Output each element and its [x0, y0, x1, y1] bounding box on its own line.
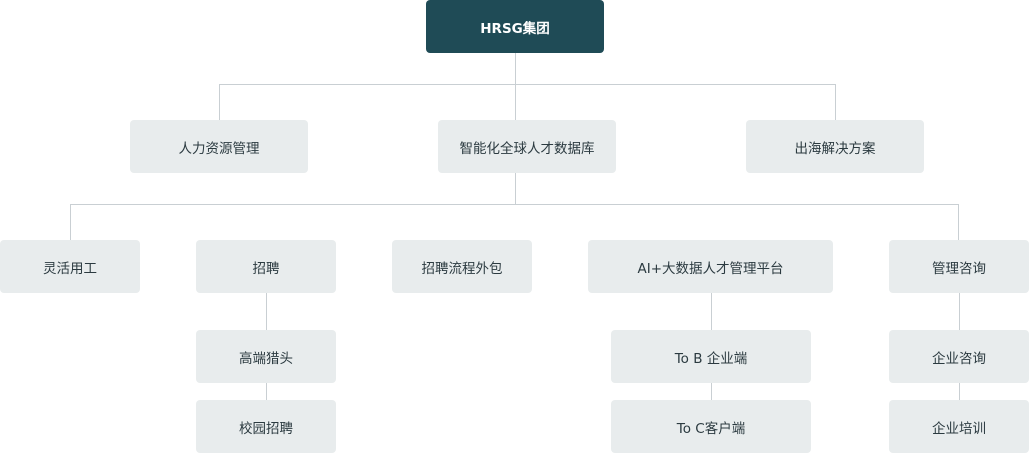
node-label: 校园招聘	[239, 420, 293, 437]
node-to-c-client: To C客户端	[611, 400, 811, 453]
node-label: 招聘流程外包	[421, 260, 503, 277]
node-ai-talent-platform: AI+大数据人才管理平台	[588, 240, 833, 293]
node-label: 企业培训	[932, 420, 986, 437]
connector-line	[958, 204, 959, 240]
node-label: 管理咨询	[932, 260, 986, 277]
node-flexible-staffing: 灵活用工	[0, 240, 140, 293]
node-recruitment: 招聘	[196, 240, 336, 293]
node-label: 招聘	[252, 260, 280, 277]
connector-line	[70, 204, 959, 205]
node-label: To B 企业端	[674, 350, 748, 367]
connector-line	[515, 53, 516, 120]
connector-line	[515, 173, 516, 204]
node-label: HRSG集团	[480, 20, 550, 37]
connector-line	[70, 204, 71, 240]
node-label: 人力资源管理	[178, 140, 260, 157]
node-campus-recruitment: 校园招聘	[196, 400, 336, 453]
node-enterprise-consulting: 企业咨询	[889, 330, 1029, 383]
node-hr-management: 人力资源管理	[130, 120, 308, 173]
node-label: 智能化全球人才数据库	[459, 140, 595, 157]
node-rpo: 招聘流程外包	[392, 240, 532, 293]
node-label: 高端猎头	[239, 350, 293, 367]
node-management-consulting: 管理咨询	[889, 240, 1029, 293]
node-label: 灵活用工	[43, 260, 97, 277]
connector-line	[219, 84, 220, 120]
node-talent-database: 智能化全球人才数据库	[438, 120, 616, 173]
node-label: AI+大数据人才管理平台	[637, 260, 784, 277]
node-to-b-enterprise: To B 企业端	[611, 330, 811, 383]
node-label: To C客户端	[676, 420, 746, 437]
connector-line	[219, 84, 836, 85]
connector-line	[835, 84, 836, 120]
node-enterprise-training: 企业培训	[889, 400, 1029, 453]
node-executive-headhunting: 高端猎头	[196, 330, 336, 383]
node-label: 企业咨询	[932, 350, 986, 367]
node-hrsg-group: HRSG集团	[426, 0, 604, 53]
node-overseas-solutions: 出海解决方案	[746, 120, 924, 173]
node-label: 出海解决方案	[794, 140, 876, 157]
